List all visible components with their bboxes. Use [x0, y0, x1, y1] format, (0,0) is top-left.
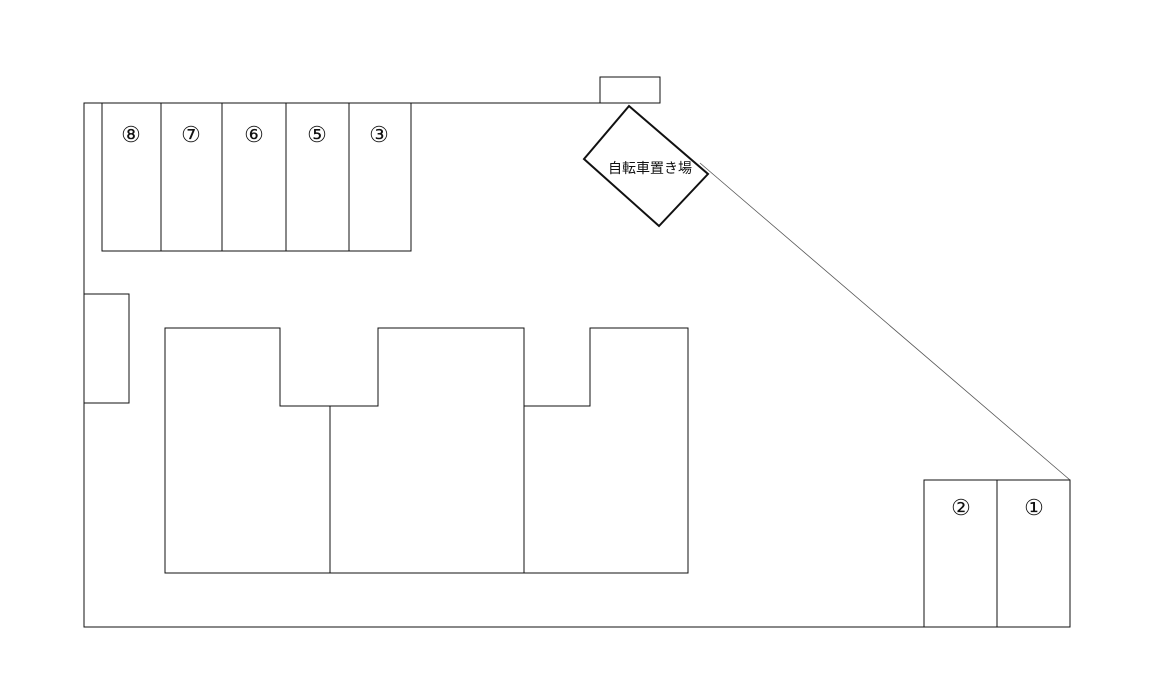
lot-boundary-diagonal [699, 162, 1071, 481]
parking-label-2: ② [951, 496, 971, 521]
parking-label-7: ⑦ [181, 123, 201, 148]
parking-label-3: ③ [369, 123, 389, 148]
bicycle-parking: 自転車置き場 [582, 104, 710, 228]
parking-label-6: ⑥ [244, 123, 264, 148]
building-outline [164, 327, 689, 574]
parking-block-bottom-right: ② ① [923, 479, 1071, 628]
parking-label-1: ① [1024, 496, 1044, 521]
parking-space-1 [996, 479, 1071, 628]
lot-boundary [83, 102, 1071, 628]
parking-label-5: ⑤ [307, 123, 327, 148]
parking-space-3 [348, 102, 412, 252]
building-footprint [164, 327, 689, 574]
bicycle-parking-box [582, 104, 710, 228]
bicycle-parking-label: 自転車置き場 [608, 160, 692, 177]
left-side-box [83, 293, 130, 404]
parking-block-top: ⑧ ⑦ ⑥ ⑤ ③ [101, 102, 412, 252]
parking-label-8: ⑧ [121, 123, 141, 148]
top-utility-box [599, 76, 661, 104]
